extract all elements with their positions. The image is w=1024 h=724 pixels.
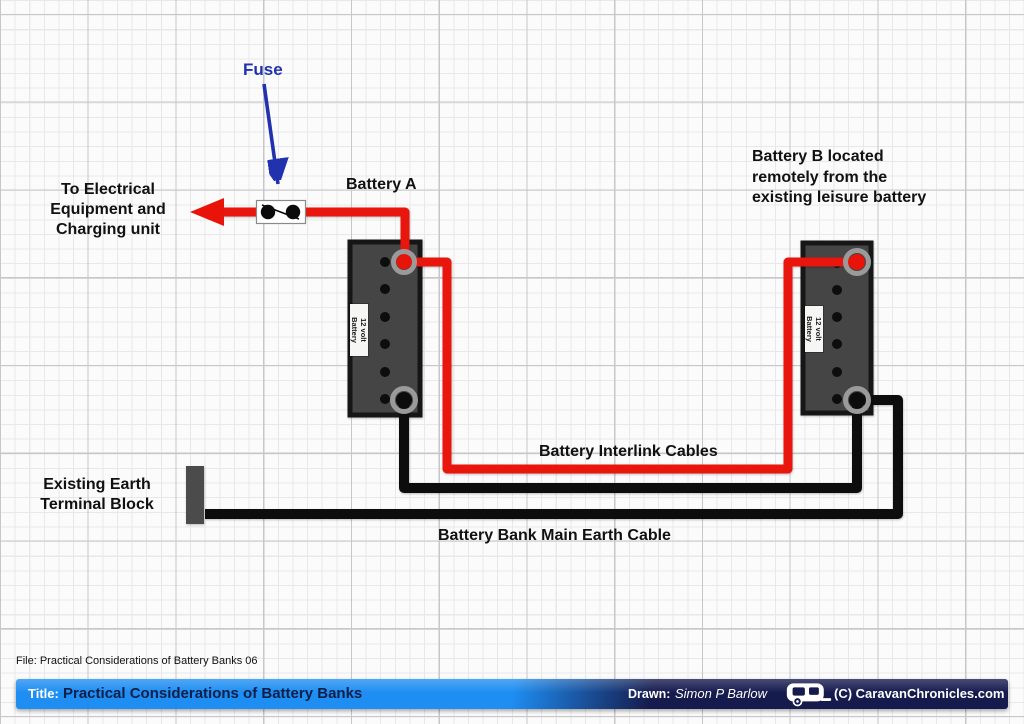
battery-a-cell-caps: [380, 257, 390, 404]
equipment-feed-label: To Electrical Equipment and Charging uni…: [50, 181, 166, 238]
battery-a-positive-terminal: [396, 254, 412, 270]
drawn-by: Simon P Barlow: [675, 686, 767, 701]
fuse-pointer-arrow: [262, 83, 278, 185]
battery-b-cell-caps: [832, 258, 842, 404]
battery-a-sticker: 12 volt Battery: [350, 304, 368, 356]
main-earth-cable-label: Battery Bank Main Earth Cable: [438, 527, 671, 544]
positive-cable: [221, 207, 857, 474]
interlink-cables-label: Battery Interlink Cables: [539, 443, 718, 460]
fuse-label: Fuse: [243, 60, 283, 79]
earth-terminal-block: [186, 466, 204, 524]
battery-b-negative-terminal: [849, 392, 865, 408]
caravan-icon: [786, 681, 832, 707]
title-prefix: Title:: [28, 686, 59, 701]
battery-b-label: Battery B located remotely from the exis…: [752, 148, 927, 206]
battery-b-positive-terminal: [849, 254, 865, 270]
fuse-symbol: [255, 199, 307, 225]
battery-a-negative-terminal: [396, 392, 412, 408]
title-bar: Title: Practical Considerations of Batte…: [16, 679, 1008, 709]
feed-arrowhead: [190, 198, 224, 226]
file-note: File: Practical Considerations of Batter…: [16, 655, 258, 667]
copyright-text: (C) CaravanChronicles.com: [834, 686, 1005, 701]
drawn-prefix: Drawn:: [628, 687, 671, 701]
drawing-title: Practical Considerations of Battery Bank…: [63, 685, 363, 702]
battery-b-sticker: 12 volt Battery: [805, 306, 823, 352]
battery-a-label: Battery A: [346, 176, 417, 193]
earth-terminal-block-label: Existing Earth Terminal Block: [40, 476, 154, 513]
battery-terminals: [390, 248, 871, 414]
